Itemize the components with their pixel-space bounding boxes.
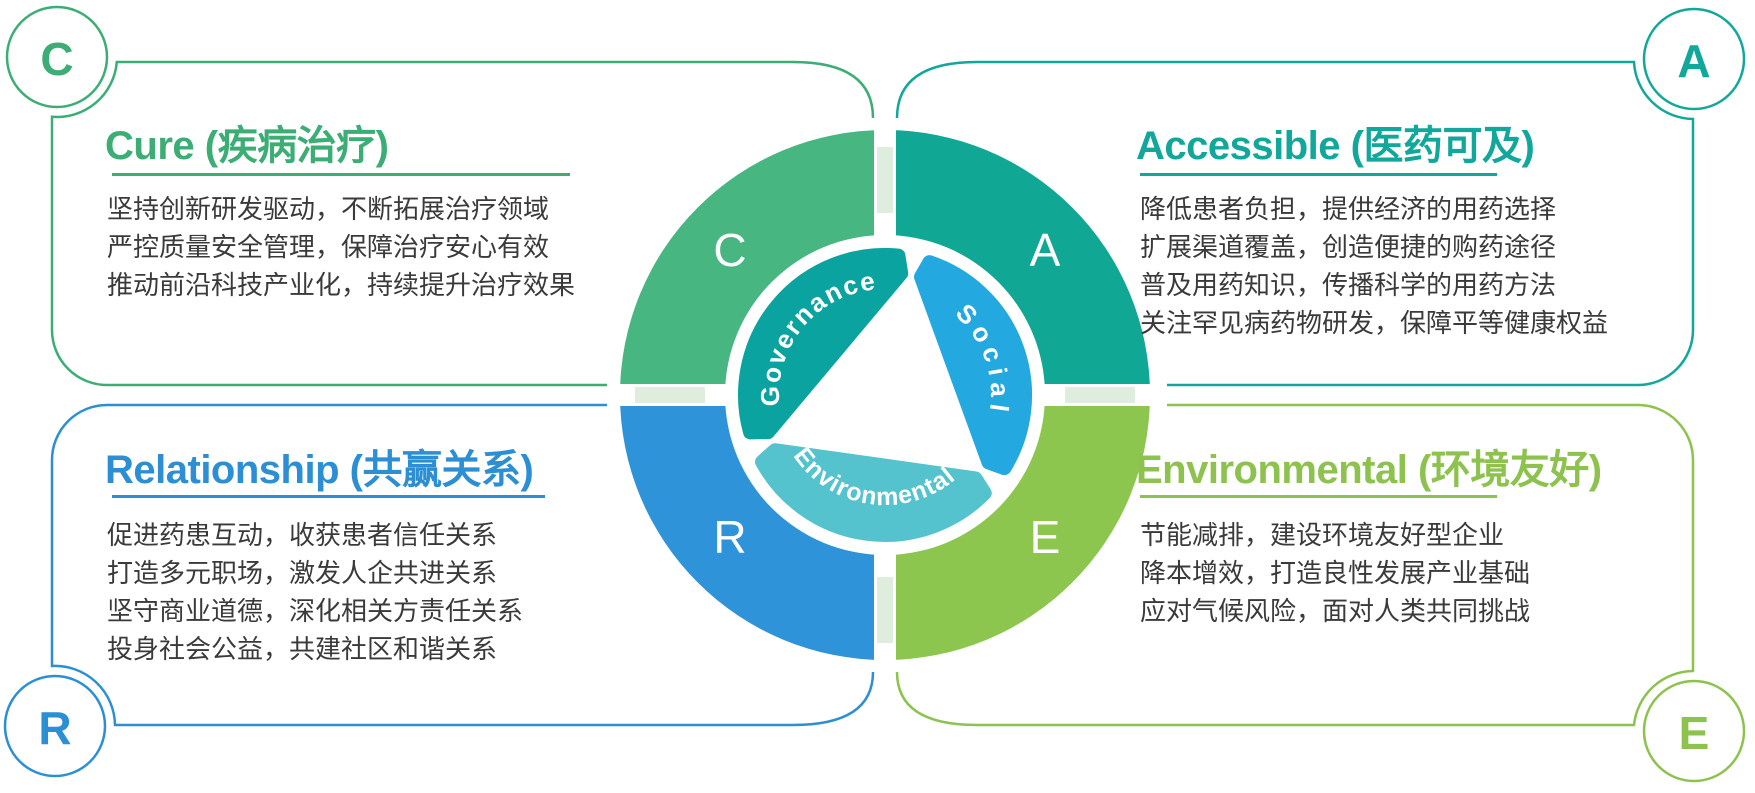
body-line: 促进药患互动，收获患者信任关系: [107, 520, 498, 550]
body-line: 扩展渠道覆盖，创造便捷的购药途径: [1140, 232, 1557, 262]
panel-body-accessible: 降低患者负担，提供经济的用药选择 扩展渠道覆盖，创造便捷的购药途径 普及用药知识…: [1140, 190, 1608, 342]
corner-letter-a: A: [1677, 35, 1710, 87]
gap-tile-right: [1065, 387, 1135, 403]
ring-quadrant-a: [885, 130, 1150, 395]
corner-circle-r: [3, 674, 107, 778]
panel-outline-environmental: [895, 403, 1695, 727]
ring-quadrant-e: [885, 395, 1150, 660]
quadrant-letter-c: C: [713, 224, 746, 276]
panel-body-environmental: 节能减排，建设环境友好型企业 降本增效，打造良性发展产业基础 应对气候风险，面对…: [1140, 516, 1530, 630]
body-line: 坚守商业道德，深化相关方责任关系: [107, 596, 524, 626]
panel-title-accessible: Accessible (医药可及): [1136, 124, 1535, 168]
ring-quadrant-r: [620, 395, 885, 660]
title-underline-accessible: [1140, 173, 1497, 176]
ring-quadrant-c: [620, 130, 885, 395]
body-line: 降低患者负担，提供经济的用药选择: [1140, 194, 1557, 224]
panel-outline-relationship: [50, 403, 875, 727]
panel-body-cure: 坚持创新研发驱动，不断拓展治疗领域 严控质量安全管理，保障治疗安心有效 推动前沿…: [107, 190, 575, 304]
body-line: 推动前沿科技产业化，持续提升治疗效果: [107, 270, 576, 300]
title-underline-cure: [112, 173, 570, 176]
body-line: 应对气候风险，面对人类共同挑战: [1140, 596, 1531, 626]
gap-tile-left: [635, 387, 705, 403]
title-underline-environmental: [1140, 495, 1497, 498]
gap-tile-bottom: [877, 577, 893, 643]
corner-letter-e: E: [1679, 707, 1710, 759]
title-underline-relationship: [112, 495, 545, 498]
segment-governance: [738, 248, 909, 440]
body-line: 打造多元职场，激发人企共进关系: [107, 558, 498, 588]
body-line: 坚持创新研发驱动，不断拓展治疗领域: [107, 194, 550, 224]
body-line: 投身社会公益，共建社区和谐关系: [107, 634, 498, 664]
body-line: 节能减排，建设环境友好型企业: [1140, 520, 1505, 550]
quadrant-letter-r: R: [713, 511, 746, 563]
body-line: 关注罕见病药物研发，保障平等健康权益: [1140, 308, 1609, 338]
panel-outline-accessible: [895, 60, 1695, 387]
panel-title-environmental: Environmental (环境友好): [1136, 448, 1602, 492]
corner-circle-e: [1642, 679, 1746, 783]
panel-body-relationship: 促进药患互动，收获患者信任关系 打造多元职场，激发人企共进关系 坚守商业道德，深…: [107, 516, 523, 668]
segment-social: [914, 255, 1033, 476]
body-line: 普及用药知识，传播科学的用药方法: [1140, 270, 1557, 300]
gap-tile-top: [877, 147, 893, 213]
corner-circle-a: [1642, 7, 1746, 111]
corner-letter-r: R: [38, 702, 71, 754]
segment-environmental: [755, 443, 992, 542]
panel-title-relationship: Relationship (共赢关系): [105, 448, 534, 492]
panel-outline-cure: [50, 60, 875, 387]
quadrant-letter-a: A: [1030, 224, 1061, 276]
quadrant-letter-e: E: [1030, 511, 1061, 563]
body-line: 严控质量安全管理，保障治疗安心有效: [107, 232, 550, 262]
panel-title-cure: Cure (疾病治疗): [105, 124, 389, 168]
body-line: 降本增效，打造良性发展产业基础: [1140, 558, 1531, 588]
corner-letter-c: C: [40, 33, 73, 85]
corner-circle-c: [5, 5, 109, 109]
